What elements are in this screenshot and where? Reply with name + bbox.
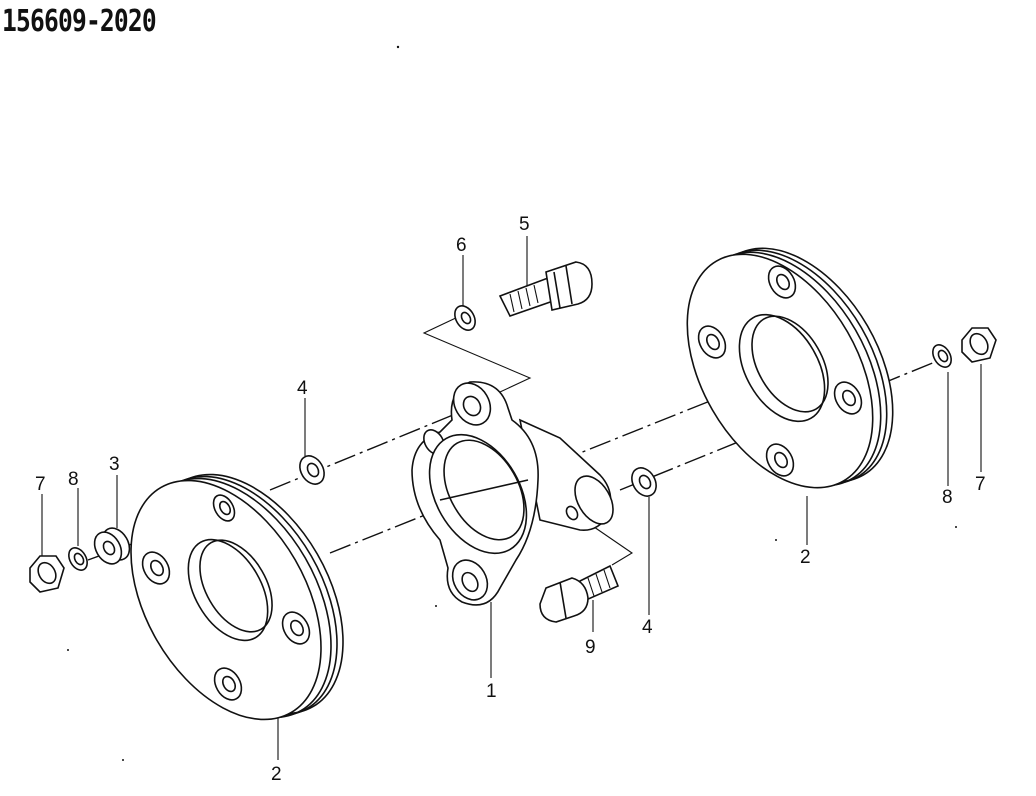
callout-5: 5	[519, 214, 530, 235]
bolt-hole-top	[767, 265, 797, 299]
bolt-hole-left	[141, 551, 171, 585]
companion-flange-left	[130, 473, 344, 721]
washer-right	[631, 467, 657, 497]
bolt-hole-right	[281, 611, 311, 645]
nut-left	[29, 555, 65, 593]
leader-lines	[41, 236, 982, 760]
washer-upper	[454, 305, 476, 331]
bolt-upper	[498, 261, 593, 317]
callout-8-left: 8	[68, 469, 79, 490]
spacer-left	[93, 527, 131, 565]
lock-washer-left	[68, 547, 88, 571]
callout-7-right: 7	[975, 474, 986, 495]
companion-flange-right	[686, 247, 894, 489]
callout-8-right: 8	[942, 487, 953, 508]
center-flange-yoke	[411, 381, 614, 606]
callout-2-left: 2	[271, 764, 282, 785]
drawing-number: 156609-2020	[2, 4, 157, 39]
callout-7-left: 7	[35, 474, 46, 495]
callout-6: 6	[456, 235, 467, 256]
callout-3: 3	[109, 454, 120, 475]
callout-2-right: 2	[800, 547, 811, 568]
callout-9: 9	[585, 637, 596, 658]
bolt-lower	[539, 564, 620, 623]
lock-washer-right	[932, 344, 952, 368]
bolt-hole-right	[833, 381, 863, 415]
callout-1: 1	[486, 681, 497, 702]
bolt-hole-bottom	[213, 667, 243, 701]
nut-right	[961, 327, 997, 363]
scan-specks	[67, 45, 957, 761]
callout-4-right: 4	[642, 617, 653, 638]
callout-labels: 5 6 4 3 8 7 1 2 9 4 2 8 7	[35, 214, 986, 785]
bolt-hole-top	[212, 494, 236, 522]
callout-4-left: 4	[297, 378, 308, 399]
bolt-hole-left	[697, 325, 727, 359]
washer-left	[299, 455, 325, 485]
bolt-hole-bottom	[765, 443, 795, 477]
